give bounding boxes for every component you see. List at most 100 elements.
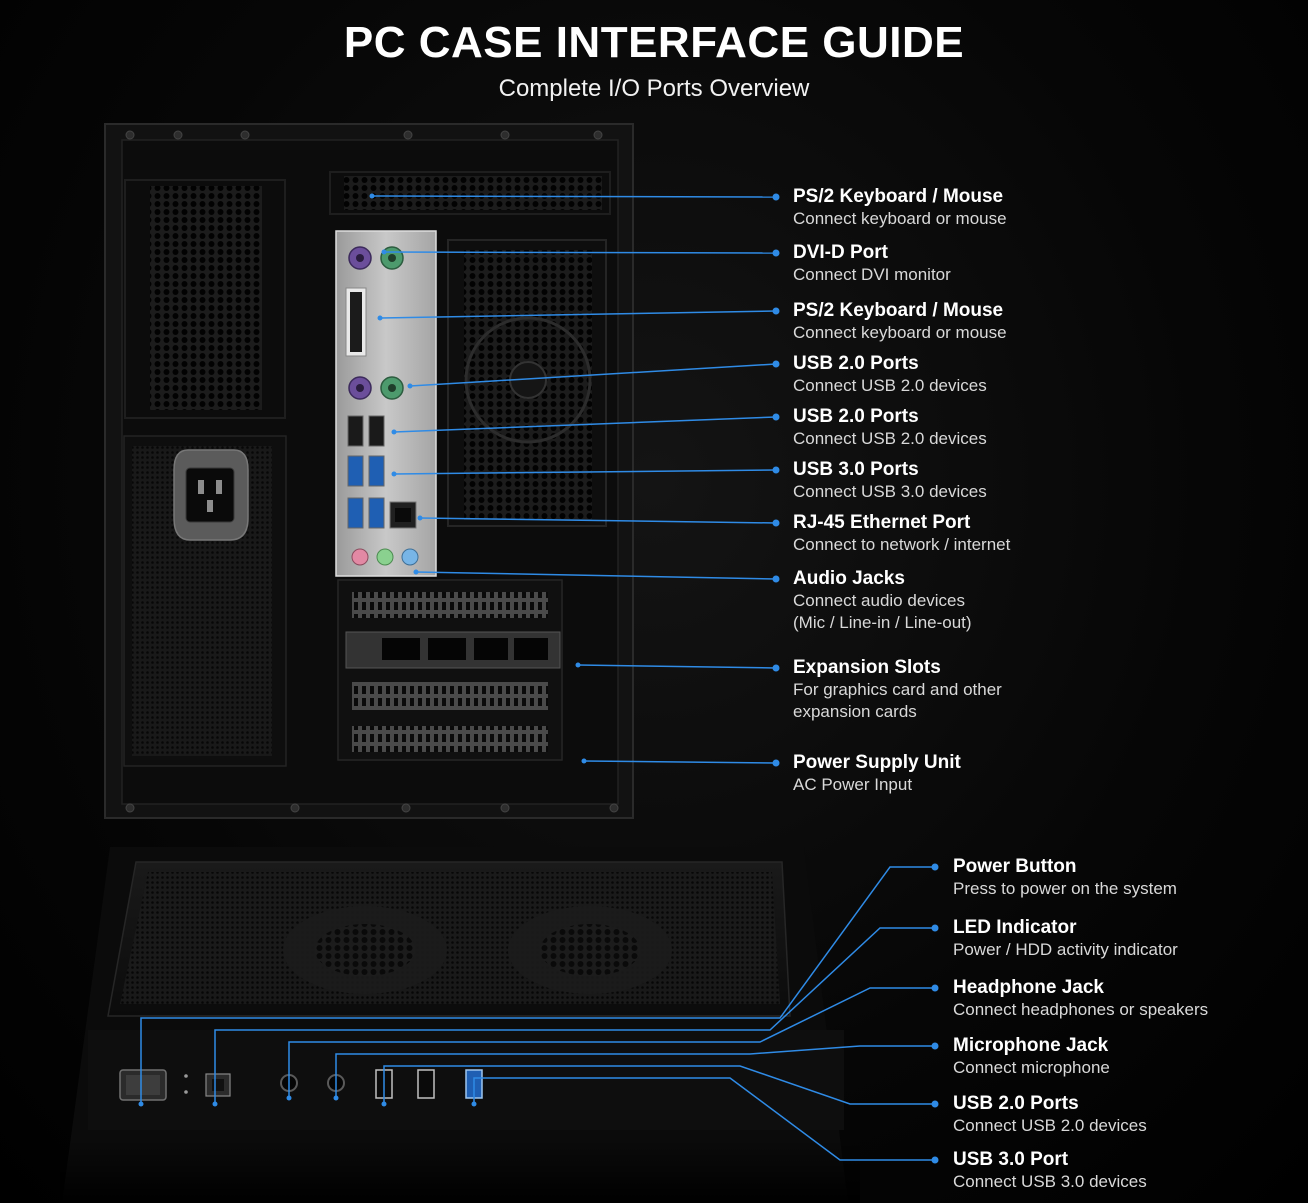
leader-end-dot bbox=[931, 1042, 939, 1050]
page-title: PC CASE INTERFACE GUIDE bbox=[343, 18, 965, 67]
callout-description: Connect USB 3.0 devices bbox=[793, 482, 987, 501]
leader-start-dot bbox=[333, 1095, 339, 1101]
rear-leader-line bbox=[371, 195, 777, 198]
rear-leader-line bbox=[583, 760, 777, 764]
callout-description: Connect audio devices bbox=[793, 591, 966, 610]
callout-title: USB 3.0 Port bbox=[953, 1149, 1069, 1170]
leader-start-dot bbox=[391, 471, 397, 477]
leader-start-dot bbox=[413, 569, 419, 575]
callout-title: USB 2.0 Ports bbox=[793, 406, 919, 427]
leader-start-dot bbox=[407, 383, 413, 389]
front-leader-line bbox=[214, 927, 935, 1104]
leader-end-dot bbox=[772, 413, 780, 421]
leader-start-dot bbox=[417, 515, 423, 521]
callout-title: USB 3.0 Ports bbox=[793, 459, 919, 480]
leader-end-dot bbox=[931, 1100, 939, 1108]
callout-description: Connect headphones or speakers bbox=[953, 1000, 1209, 1019]
leader-end-dot bbox=[931, 863, 939, 871]
front-leader-line bbox=[473, 1077, 935, 1161]
callout-title: RJ-45 Ethernet Port bbox=[793, 512, 971, 533]
leader-end-dot bbox=[931, 1156, 939, 1164]
leader-end-dot bbox=[772, 519, 780, 527]
rear-leader-line bbox=[409, 363, 777, 387]
callout-title: Power Supply Unit bbox=[793, 752, 961, 773]
callout-title: USB 2.0 Ports bbox=[793, 353, 919, 374]
leader-start-dot bbox=[381, 1101, 387, 1107]
leader-end-dot bbox=[772, 466, 780, 474]
rear-leader-line bbox=[393, 469, 777, 475]
leader-start-dot bbox=[471, 1101, 477, 1107]
callout-title: Power Button bbox=[953, 856, 1077, 877]
front-leader-line bbox=[335, 1045, 935, 1098]
callout-description: For graphics card and other bbox=[793, 680, 1002, 699]
front-leader-line bbox=[383, 1065, 935, 1105]
callout-title: Expansion Slots bbox=[793, 657, 941, 678]
callout-description: AC Power Input bbox=[793, 775, 913, 794]
rear-leader-line bbox=[419, 517, 777, 524]
leader-start-dot bbox=[575, 662, 581, 668]
leader-end-dot bbox=[931, 924, 939, 932]
leader-end-dot bbox=[772, 575, 780, 583]
callout-title: LED Indicator bbox=[953, 917, 1077, 938]
front-leader-line bbox=[288, 987, 935, 1098]
callout-description: (Mic / Line-in / Line-out) bbox=[793, 613, 972, 632]
callout-title: DVI-D Port bbox=[793, 242, 888, 263]
front-top-panel bbox=[60, 847, 860, 1203]
callout-description: Connect USB 2.0 devices bbox=[953, 1116, 1147, 1135]
callout-description: expansion cards bbox=[793, 702, 917, 721]
callout-description: Connect USB 2.0 devices bbox=[793, 376, 987, 395]
leader-end-dot bbox=[772, 664, 780, 672]
rear-panel bbox=[104, 123, 634, 819]
page-subtitle: Complete I/O Ports Overview bbox=[498, 75, 810, 102]
leader-start-dot bbox=[369, 193, 375, 199]
leader-end-dot bbox=[772, 360, 780, 368]
rear-leader-line bbox=[577, 664, 777, 669]
leader-end-dot bbox=[772, 193, 780, 201]
rear-leader-line bbox=[383, 251, 777, 254]
rear_labels-callout: Power Supply Unit AC Power Input bbox=[793, 752, 961, 796]
callout-description: Connect microphone bbox=[953, 1058, 1110, 1077]
callout-description: Connect USB 3.0 devices bbox=[953, 1172, 1147, 1191]
callout-description: Connect keyboard or mouse bbox=[793, 209, 1007, 228]
leader-lines bbox=[138, 193, 939, 1164]
leader-end-dot bbox=[931, 984, 939, 992]
leader-start-dot bbox=[381, 249, 387, 255]
callout-description: Connect USB 2.0 devices bbox=[793, 429, 987, 448]
leader-end-dot bbox=[772, 307, 780, 315]
leader-start-dot bbox=[212, 1101, 218, 1107]
leader-start-dot bbox=[391, 429, 397, 435]
callout-title: Microphone Jack bbox=[953, 1035, 1109, 1056]
callout-title: PS/2 Keyboard / Mouse bbox=[793, 186, 1004, 207]
leader-start-dot bbox=[286, 1095, 292, 1101]
rear-leader-line bbox=[379, 310, 777, 319]
callout-title: PS/2 Keyboard / Mouse bbox=[793, 300, 1004, 321]
leader-end-dot bbox=[772, 759, 780, 767]
leader-start-dot bbox=[138, 1101, 144, 1107]
callout-description: Press to power on the system bbox=[953, 879, 1177, 898]
front-leader-line bbox=[140, 866, 935, 1104]
callout-title: USB 2.0 Ports bbox=[953, 1093, 1079, 1114]
callout-description: Connect to network / internet bbox=[793, 535, 1011, 554]
leader-start-dot bbox=[581, 758, 587, 764]
rear-leader-line bbox=[393, 416, 777, 433]
callout-description: Connect keyboard or mouse bbox=[793, 323, 1007, 342]
callout-title: Audio Jacks bbox=[793, 568, 905, 589]
callout-title: Headphone Jack bbox=[953, 977, 1104, 998]
